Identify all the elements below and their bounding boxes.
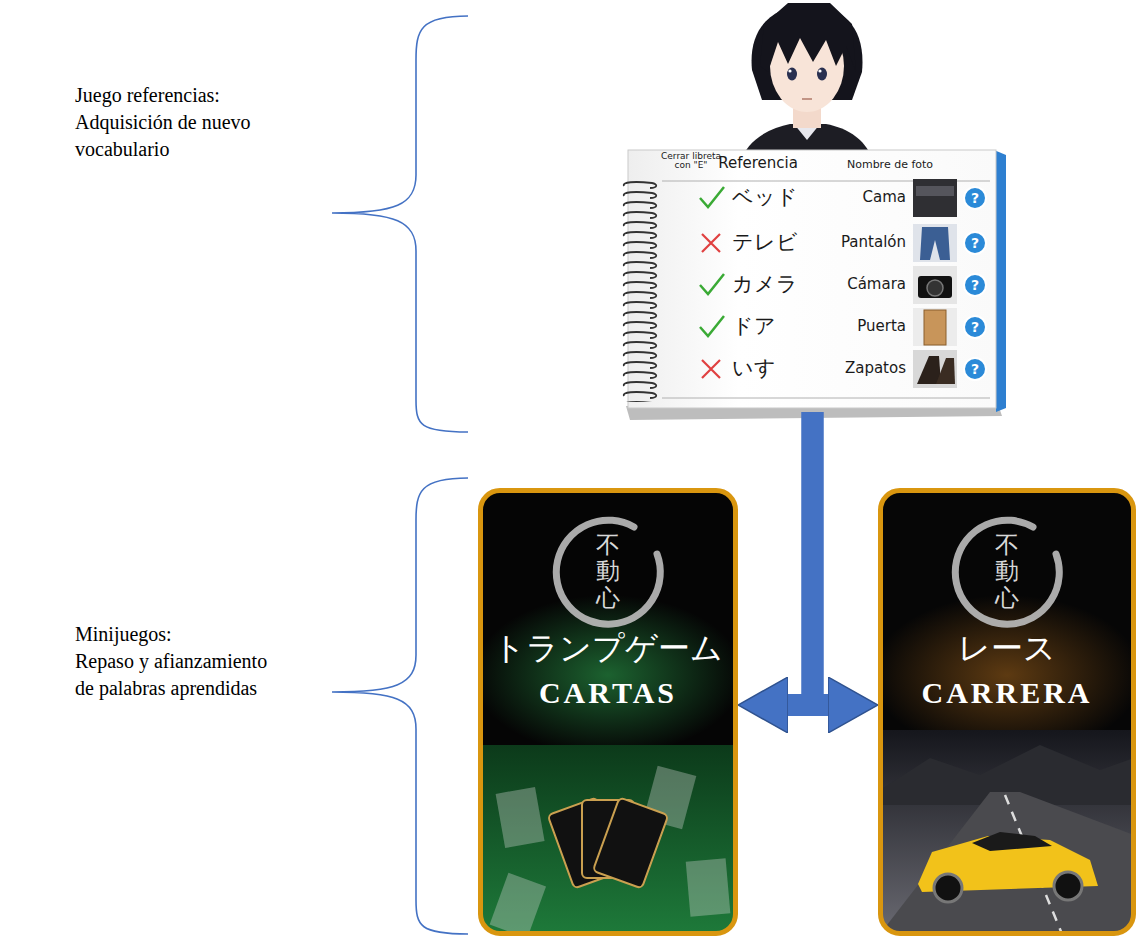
photo-shoe	[917, 356, 941, 384]
cross-mark	[702, 234, 720, 252]
cross-mark	[702, 360, 720, 378]
photo-camera-lens	[927, 280, 943, 296]
japanese-word: ベッド	[732, 184, 824, 211]
notebook-paper	[628, 150, 996, 408]
table-card	[496, 787, 545, 848]
car-window	[972, 832, 1052, 851]
photo-bed-detail	[916, 186, 954, 196]
photo-shoes	[913, 350, 957, 388]
photo-name: Cama	[810, 188, 906, 208]
spiral-binding	[620, 180, 660, 402]
eye-highlight	[788, 69, 791, 72]
check-mark	[700, 187, 724, 207]
photo-name: Pantalón	[810, 233, 906, 253]
japanese-word: カメラ	[732, 271, 824, 298]
close-hint: Cerrar libreta con "E"	[660, 152, 722, 171]
photo-name: Zapatos	[810, 359, 906, 379]
column-header: Nombre de foto	[832, 158, 948, 171]
minigame-card: 不動心レース CARRERA	[878, 488, 1136, 936]
help-mark: ?	[964, 276, 986, 294]
road	[880, 792, 1134, 934]
table-card	[490, 873, 546, 934]
help-icon	[964, 358, 986, 380]
help-mark: ?	[964, 360, 986, 378]
photo-pants-detail	[920, 227, 950, 260]
card-glow	[480, 595, 736, 755]
photo-camera-body	[918, 276, 952, 298]
car-wheel	[1054, 872, 1082, 900]
photo-door	[913, 308, 957, 346]
japanese-word: ドア	[732, 313, 824, 340]
character-eye	[817, 68, 827, 81]
section-description: Adquisición de nuevo vocabulario	[75, 109, 279, 163]
curly-bracket	[332, 478, 468, 934]
photo-camera	[913, 266, 957, 304]
enso-logo	[955, 520, 1059, 624]
section-heading: Minijuegos:	[75, 621, 335, 648]
enso-logo	[556, 520, 660, 624]
japanese-word: テレビ	[732, 229, 824, 256]
help-mark: ?	[964, 234, 986, 252]
connectors	[738, 412, 878, 705]
help-mark: ?	[964, 318, 986, 336]
help-icon	[964, 232, 986, 254]
card-sky	[880, 730, 1134, 934]
notebook-rule	[662, 398, 990, 399]
japanese-word: いす	[732, 355, 824, 382]
help-mark: ?	[964, 189, 986, 207]
photo-shoe	[936, 358, 955, 384]
curly-bracket	[332, 16, 468, 432]
character-hair	[760, 3, 856, 72]
flow-arrow	[813, 412, 879, 705]
help-icon	[964, 274, 986, 296]
column-header: Referencia	[710, 154, 806, 172]
card-artwork	[480, 490, 736, 934]
logo-kanji: 不動心	[596, 532, 620, 611]
flow-arrow	[738, 412, 813, 705]
character-mouth	[802, 98, 812, 100]
notebook-panel: Cerrar libreta con "E"Referencia Nombre d…	[620, 150, 1005, 412]
help-icon	[964, 187, 986, 209]
car-wheel	[934, 874, 962, 902]
card-title-japanese: トランプゲーム	[488, 628, 728, 668]
card-title-spanish: CARRERA	[888, 674, 1126, 712]
help-icon	[964, 316, 986, 338]
eye-highlight	[818, 69, 821, 72]
check-mark	[700, 274, 724, 294]
character-eye	[787, 68, 797, 81]
photo-door-detail	[924, 310, 946, 345]
photo-bed	[913, 179, 957, 217]
photo-name: Cámara	[810, 275, 906, 295]
section-heading: Juego referencias:	[75, 82, 335, 109]
logo-kanji: 不動心	[995, 532, 1019, 611]
photo-name: Puerta	[810, 317, 906, 337]
card-title-spanish: CARTAS	[488, 674, 728, 712]
card-title-japanese: レース	[888, 628, 1126, 668]
minigame-card: 不動心トランプゲーム CARTAS	[478, 488, 738, 936]
playing-card	[593, 797, 669, 888]
section-description: Repaso y afianzamiento de palabras apren…	[75, 648, 279, 702]
photo-pants	[913, 224, 957, 262]
table-card	[686, 858, 731, 916]
check-mark	[700, 316, 724, 336]
card-artwork	[880, 490, 1134, 934]
